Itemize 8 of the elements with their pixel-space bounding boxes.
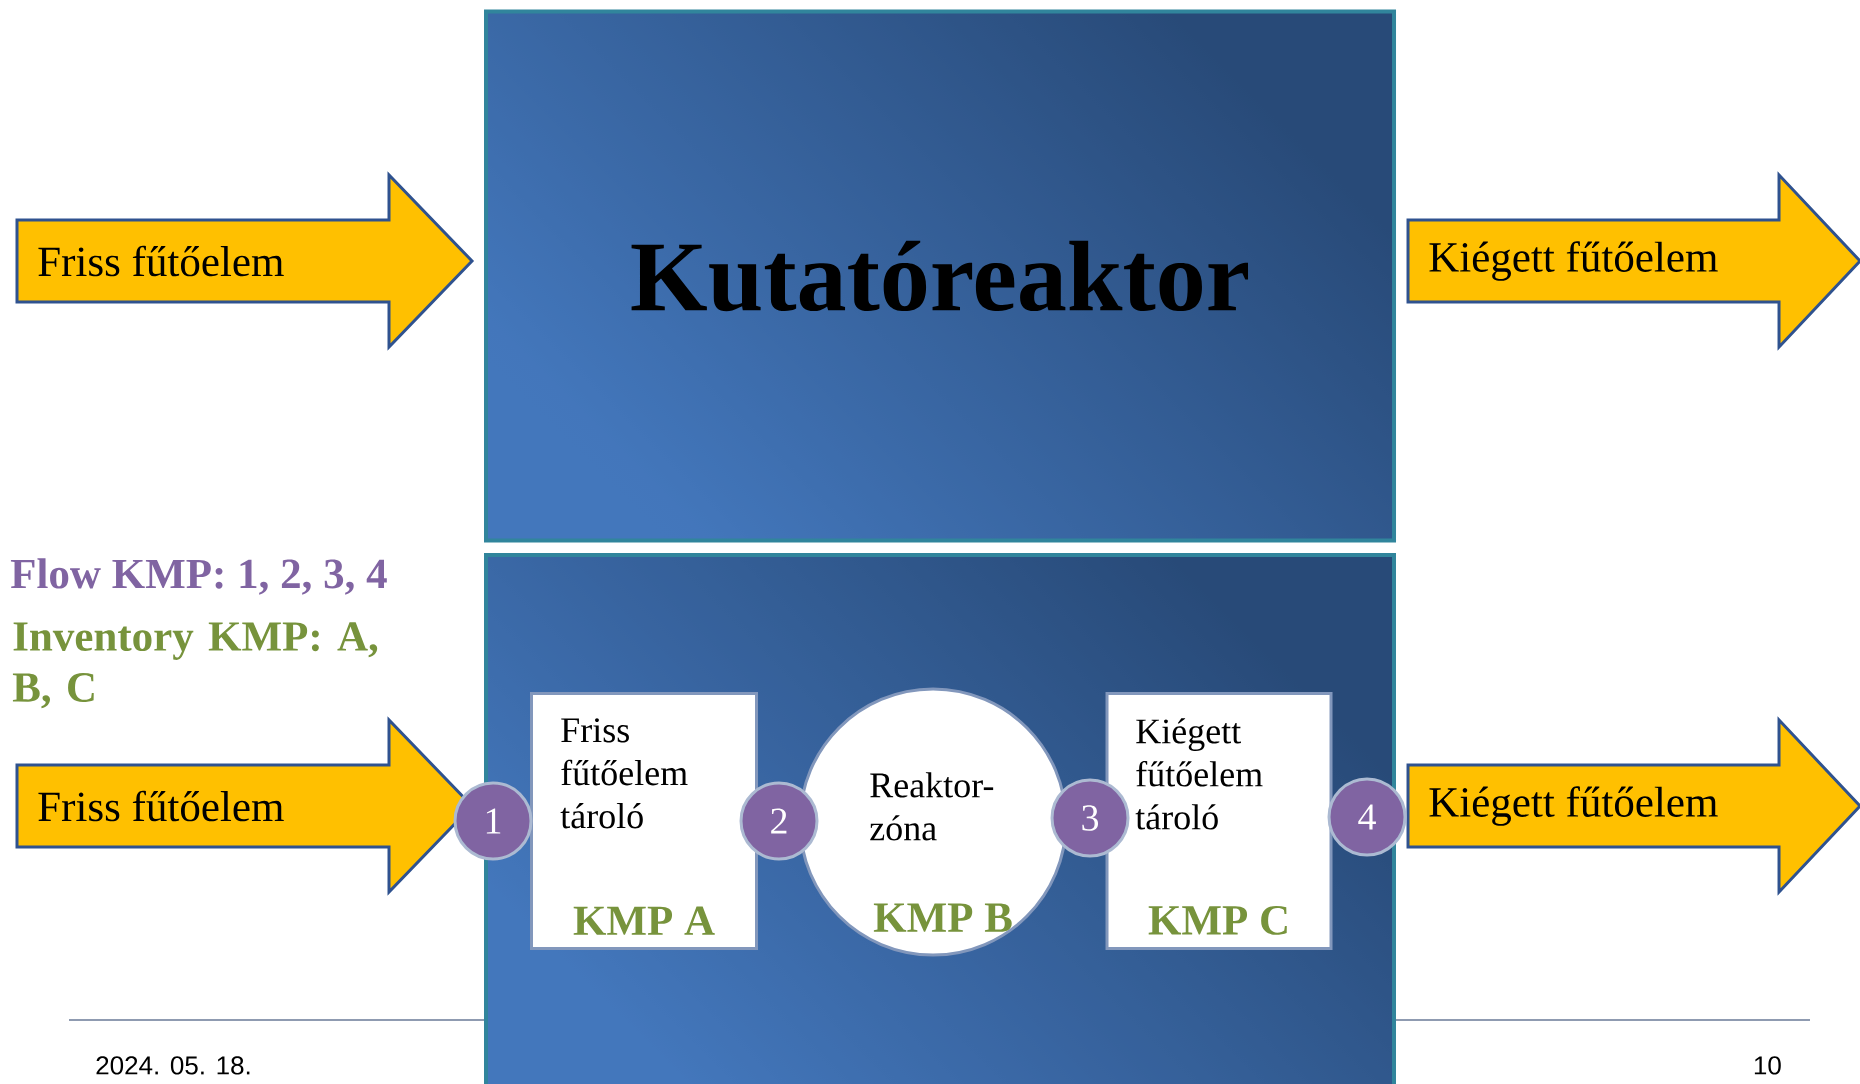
legend-text: Flow KMP: 1, 2, 3, 4 [10,558,387,595]
panel: Kutatóreaktor [484,9,1396,543]
legend-text: Inventory KMP: A, B, C [12,622,378,709]
storage-box: Friss fűtőelem tároló KMP A [530,692,758,950]
page-number: 10 [1754,1056,1781,1075]
storage-box: Kiégett fűtőelem tároló KMP C [1105,692,1333,950]
date-text: 2024. 05. 18. [96,1056,250,1075]
panel [484,553,1396,1084]
